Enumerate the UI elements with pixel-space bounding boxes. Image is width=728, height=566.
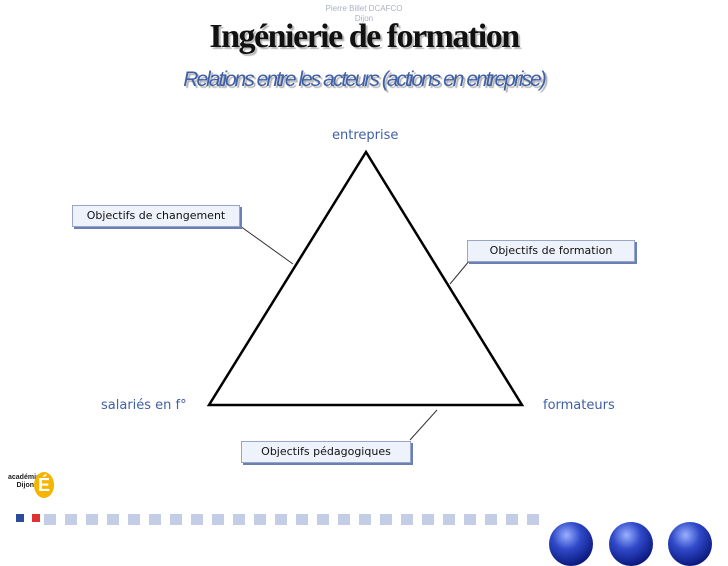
decorative-square	[485, 514, 497, 525]
box-objectifs-formation: Objectifs de formation	[467, 240, 635, 262]
decorative-square	[86, 514, 98, 525]
decorative-square	[338, 514, 350, 525]
vertex-label-formateurs: formateurs	[543, 398, 615, 413]
academie-e-icon: É	[34, 472, 54, 498]
decorative-square	[128, 514, 140, 525]
decorative-square	[359, 514, 371, 525]
decorative-square	[191, 514, 203, 525]
actors-triangle	[209, 152, 522, 405]
box-objectifs-pedagogiques: Objectifs pédagogiques	[241, 441, 411, 463]
decorative-square	[422, 514, 434, 525]
decorative-square	[149, 514, 161, 525]
decorative-square	[464, 514, 476, 525]
decorative-ball-2	[609, 522, 653, 566]
decorative-square	[233, 514, 245, 525]
vertex-label-entreprise: entreprise	[332, 128, 398, 143]
connector-pedagogiques	[410, 410, 437, 440]
connector-formation	[450, 260, 470, 284]
decorative-ball-1	[549, 522, 593, 566]
decorative-square	[380, 514, 392, 525]
decorative-square	[275, 514, 287, 525]
decorative-square	[65, 514, 77, 525]
decorative-square	[170, 514, 182, 525]
decorative-square	[107, 514, 119, 525]
academie-logo-text: académie Dijon	[8, 474, 34, 490]
decorative-square	[317, 514, 329, 525]
decorative-ball-3	[668, 522, 712, 566]
decorative-square	[212, 514, 224, 525]
vertex-label-salaries: salariés en f°	[101, 398, 187, 413]
republique-flag-icon	[16, 514, 40, 522]
decorative-square	[506, 514, 518, 525]
decorative-square	[443, 514, 455, 525]
decorative-square	[254, 514, 266, 525]
relations-diagram	[0, 0, 728, 546]
decorative-square	[296, 514, 308, 525]
decorative-square	[527, 514, 539, 525]
connector-changement	[240, 226, 293, 264]
decorative-square	[401, 514, 413, 525]
box-objectifs-changement: Objectifs de changement	[72, 205, 240, 227]
decorative-square	[44, 514, 56, 525]
